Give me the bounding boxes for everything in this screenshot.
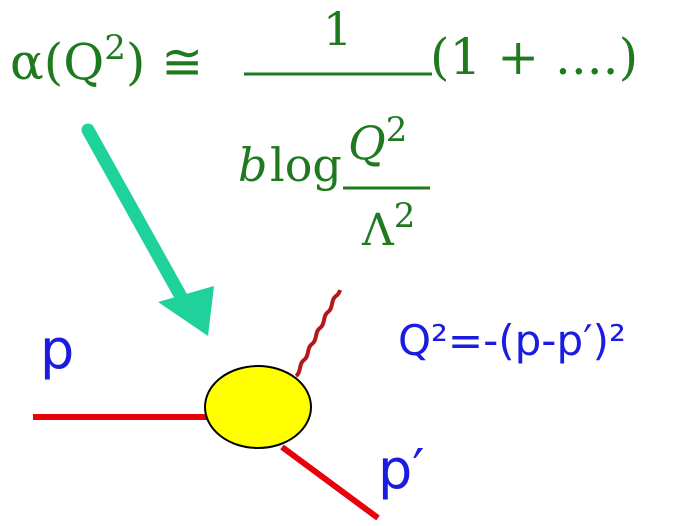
formula-tail: (1 + ....) [430,28,639,86]
formula-denominator-b: b [238,138,268,192]
formula-denominator-lambda: Λ2 [362,196,416,256]
formula-lhs: α(Q2) ≅ [10,28,204,91]
arrow-shaft [81,123,191,309]
outgoing-proton-line [280,444,380,521]
label-p-prime: p′ [378,438,425,501]
label-p: p [40,318,75,381]
arrow-head [158,286,214,336]
photon-wavy-line [294,289,342,378]
formula-denominator-log: log [270,138,342,192]
formula-numerator: 1 [323,2,353,56]
formula-denominator-q: Q2 [348,110,408,170]
label-q2-relation: Q²=-(p-p′)² [398,316,626,365]
vertex-blob [204,365,312,449]
